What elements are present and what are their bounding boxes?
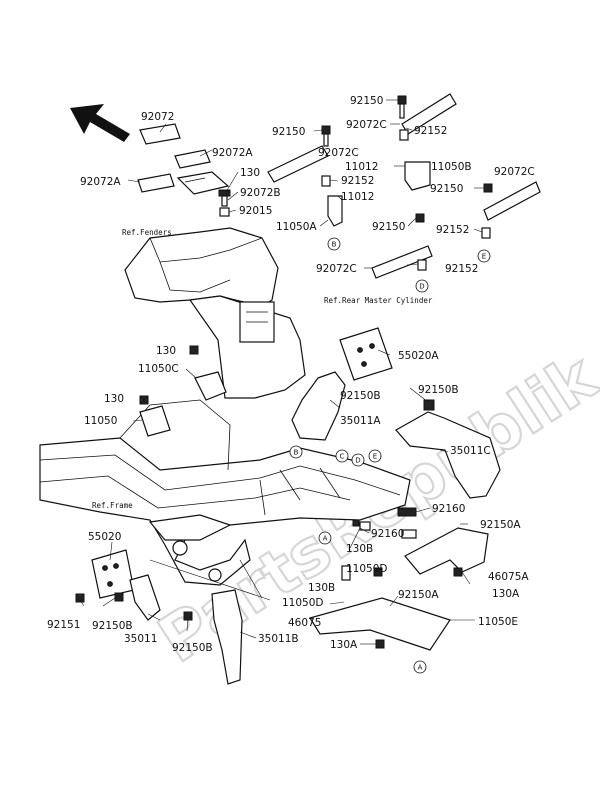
- svg-text:A: A: [323, 535, 328, 543]
- svg-text:D: D: [419, 283, 424, 291]
- label-55020a: 55020A: [398, 350, 439, 362]
- label-92152-lower: 92152: [445, 263, 478, 275]
- marker-b-upper: B: [327, 237, 341, 251]
- label-92150a-right: 92150A: [480, 519, 521, 531]
- label-11050e: 11050E: [478, 616, 518, 628]
- label-11050: 11050: [84, 415, 117, 427]
- label-92015: 92015: [239, 205, 272, 217]
- label-92150-lower: 92150: [372, 221, 405, 233]
- label-92150b-bottom: 92150B: [172, 642, 213, 654]
- label-35011c: 35011C: [450, 445, 491, 457]
- label-92072c-upper: 92072C: [346, 119, 387, 131]
- label-11012-b: 11012: [341, 191, 374, 203]
- bracket-92072-group: [137, 123, 231, 217]
- svg-text:D: D: [355, 457, 360, 465]
- label-92150a-mid: 92150A: [398, 589, 439, 601]
- label-92072c-right: 92072C: [494, 166, 535, 178]
- label-11050b: 11050B: [431, 161, 472, 173]
- label-11050a: 11050A: [276, 221, 317, 233]
- front-direction-arrow-icon: [70, 104, 130, 142]
- marker-a-frame: A: [318, 531, 332, 545]
- marker-b-frame: B: [289, 445, 303, 459]
- svg-text:E: E: [482, 253, 486, 261]
- label-92152-upper: 92152: [414, 125, 447, 137]
- label-130a-lower: 130A: [330, 639, 358, 651]
- label-92152-right: 92152: [436, 224, 469, 236]
- svg-text:C: C: [340, 453, 345, 461]
- label-130b-b: 130B: [308, 582, 335, 594]
- marker-c: C: [335, 449, 349, 463]
- label-55020: 55020: [88, 531, 121, 543]
- label-11050c: 11050C: [138, 363, 179, 375]
- label-130-left: 130: [104, 393, 124, 405]
- label-46075a: 46075A: [488, 571, 529, 583]
- label-130-top: 130: [240, 167, 260, 179]
- marker-a-lower: A: [413, 660, 427, 674]
- svg-text:A: A: [418, 664, 423, 672]
- ref-frame-note: Ref.Frame: [92, 501, 133, 510]
- label-92072c-lower: 92072C: [316, 263, 357, 275]
- marker-e-upper: E: [477, 249, 491, 263]
- label-92151: 92151: [47, 619, 80, 631]
- label-35011: 35011: [124, 633, 157, 645]
- marker-e-frame: E: [368, 449, 382, 463]
- label-92072a-left: 92072A: [80, 176, 121, 188]
- label-92150-upper: 92150: [350, 95, 383, 107]
- label-92072b: 92072B: [240, 187, 281, 199]
- ref-rear-master-cylinder-note: Ref.Rear Master Cylinder: [324, 296, 433, 305]
- main-frame-drawing: [39, 399, 411, 586]
- label-130a-right: 130A: [492, 588, 520, 600]
- label-92150-mid: 92150: [272, 126, 305, 138]
- label-46075: 46075: [288, 617, 321, 629]
- leader-lines: [79, 99, 484, 645]
- rear-fender-frame-drawing: [124, 227, 306, 399]
- svg-text:B: B: [332, 241, 337, 249]
- label-11050d-b: 11050D: [282, 597, 324, 609]
- marker-d-frame: D: [351, 453, 365, 467]
- label-92072-top: 92072: [141, 111, 174, 123]
- ref-fenders-note: Ref.Fenders: [122, 228, 172, 237]
- circle-markers: B D E B C D E A A: [289, 237, 491, 674]
- footrest-parts-group: [75, 327, 501, 685]
- label-92150b-right: 92150B: [418, 384, 459, 396]
- label-92150-right: 92150: [430, 183, 463, 195]
- label-92160-b: 92160: [371, 528, 404, 540]
- svg-text:B: B: [294, 449, 299, 457]
- part-labels: 92072 92072A 92072A 130 92072B 92015 921…: [47, 95, 535, 654]
- label-35011b: 35011B: [258, 633, 299, 645]
- label-35011a: 35011A: [340, 415, 381, 427]
- heel-guard-group: [309, 521, 489, 651]
- svg-text:E: E: [373, 453, 377, 461]
- label-11050d-a: 11050D: [346, 563, 388, 575]
- label-130-mid: 130: [156, 345, 176, 357]
- label-92150b-center: 92150B: [340, 390, 381, 402]
- marker-d: D: [415, 279, 429, 293]
- label-130b-a: 130B: [346, 543, 373, 555]
- label-92150b-left: 92150B: [92, 620, 133, 632]
- label-92152-mid: 92152: [341, 175, 374, 187]
- label-92072a-right: 92072A: [212, 147, 253, 159]
- label-92160-a: 92160: [432, 503, 465, 515]
- label-92072c-mid: 92072C: [318, 147, 359, 159]
- strap-and-bracket-group: [267, 93, 541, 279]
- label-11012-a: 11012: [345, 161, 378, 173]
- small-bracket-group: [139, 345, 417, 527]
